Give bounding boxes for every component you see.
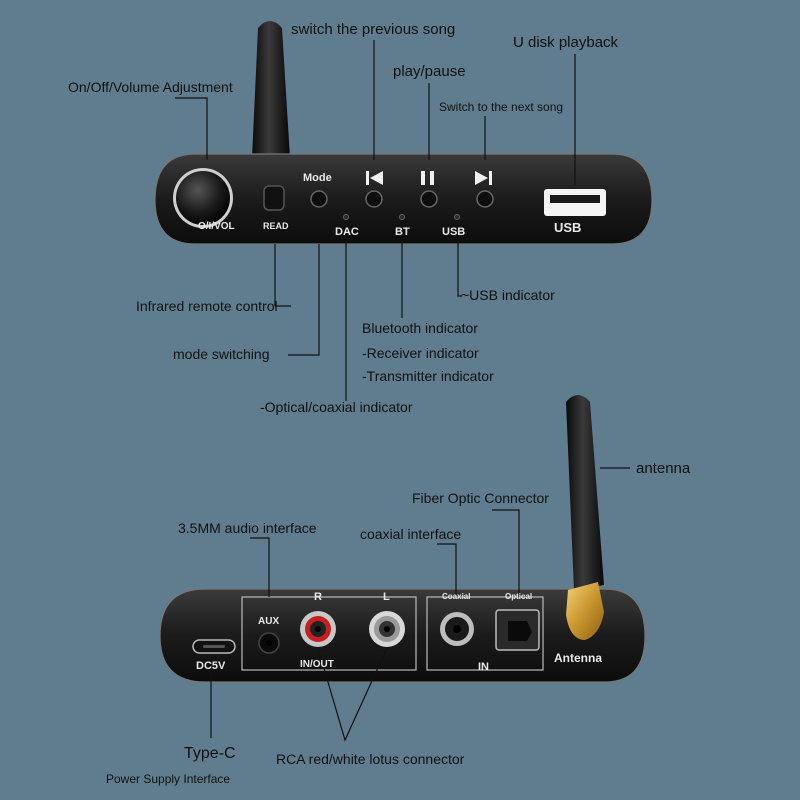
in-out-label: IN/OUT [300,659,334,670]
label-u-disk: U disk playback [513,34,619,51]
read-sensor [263,185,285,211]
in-group-frame [426,596,544,671]
label-coaxial-interface: coaxial interface [360,526,462,542]
label-on-off-volume: On/Off/Volume Adjustment [68,79,233,95]
label-bluetooth-indicator: Bluetooth indicator [362,320,478,336]
mode-label: Mode [303,172,332,184]
leader-on-off [175,97,208,160]
leader-fiber [492,509,520,597]
label-usb-indicator: ~USB indicator [461,287,555,303]
usb-port-label: USB [554,220,582,235]
label-antenna: antenna [636,460,691,477]
io-group-frame [241,596,417,671]
label-power-supply: Power Supply Interface [106,772,231,786]
label-transmitter-indicator: -Transmitter indicator [362,368,494,384]
mode-button [310,190,328,208]
aux-jack [258,632,280,654]
label-previous-song: switch the previous song [291,21,456,38]
pause-icon [421,171,434,185]
bt-label: BT [395,226,410,238]
leader-usb-indicator [457,240,462,297]
label-play-pause: play/pause [393,63,466,80]
label-fiber-optic: Fiber Optic Connector [412,490,549,506]
usb-indicator-label: USB [442,226,466,238]
read-label: READ [263,221,289,231]
leader-rca [317,647,388,742]
aux-label: AUX [258,616,280,627]
in-label: IN [478,661,489,673]
label-receiver-indicator: -Receiver indicator [362,345,479,361]
next-button [476,190,494,208]
next-icon [475,171,492,185]
volume-knob [173,168,233,228]
coaxial-port-label: Coaxial [442,592,471,601]
label-next-song: Switch to the next song [439,100,564,114]
knob-label: O/I/VOL [198,221,235,232]
antenna-device-label: Antenna [554,651,602,665]
back-antenna [566,395,604,640]
rca-red-jack [300,611,336,647]
type-c-port [192,639,236,654]
leader-coaxial [437,543,457,597]
optical-port-label: Optical [505,592,533,601]
usb-led [454,214,460,220]
dac-label: DAC [335,226,359,238]
front-antenna [252,21,290,158]
dac-led [343,214,349,220]
l-label: L [383,591,390,603]
previous-button [365,190,383,208]
callout-lines [175,40,630,742]
previous-icon [366,171,383,185]
label-mode-switching: mode switching [173,346,270,362]
r-label: R [314,591,322,603]
front-device-body [154,153,653,245]
play-pause-button [420,190,438,208]
leader-mode [288,244,320,356]
leader-audio-35 [250,537,270,597]
usb-port [544,189,606,216]
bt-led [399,214,405,220]
label-optical-coaxial-indicator: -Optical/coaxial indicator [260,399,413,415]
coaxial-jack [440,612,474,646]
label-type-c: Type-C [184,745,236,762]
label-rca-connector: RCA red/white lotus connector [276,751,465,767]
leader-infrared [274,244,291,307]
label-infrared: Infrared remote control [136,298,278,314]
optical-port [495,609,540,651]
dc5v-label: DC5V [196,660,226,672]
rca-white-jack [369,611,405,647]
label-audio-interface: 3.5MM audio interface [178,520,317,536]
